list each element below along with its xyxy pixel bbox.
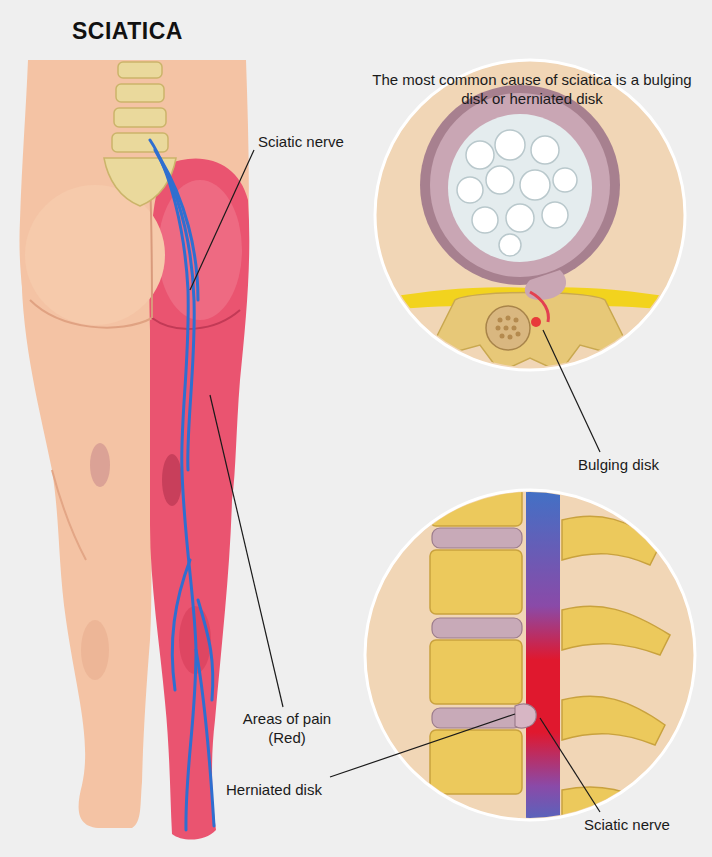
header-note: The most common cause of sciatica is a b… xyxy=(362,70,702,108)
part-label: Bulging disk xyxy=(578,455,659,474)
part-label: Areas of pain (Red) xyxy=(232,709,342,747)
leader-lines xyxy=(190,150,600,812)
part-label: Sciatic nerve xyxy=(584,815,670,834)
body-figure xyxy=(19,60,249,840)
part-label: Herniated disk xyxy=(226,780,322,799)
part-label: Sciatic nerve xyxy=(258,132,344,151)
herniated-disk-illustration xyxy=(365,470,695,840)
diagram-title: SCIATICA xyxy=(72,22,183,41)
